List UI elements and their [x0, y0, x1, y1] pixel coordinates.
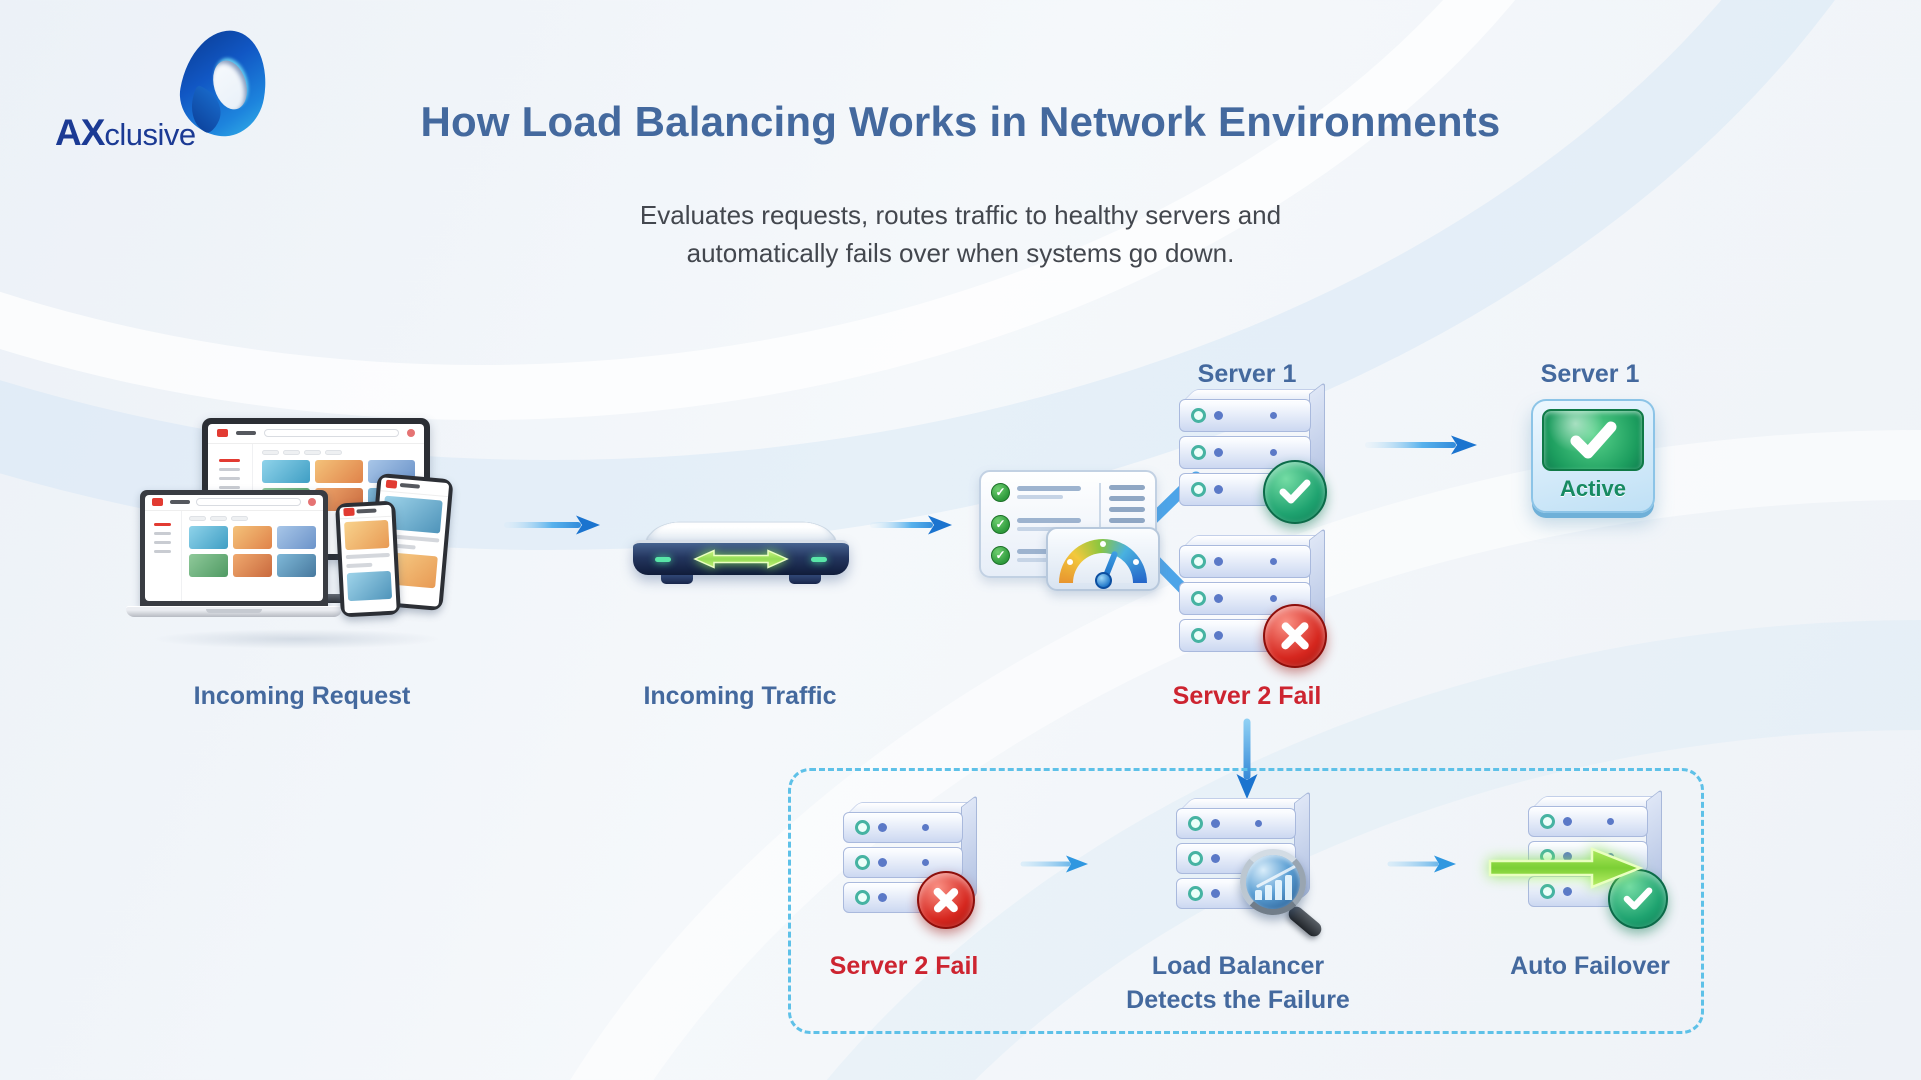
load-balancer-label-line2: Detects the Failure: [1126, 986, 1350, 1014]
health-check-item: ✓: [991, 514, 1091, 534]
led-icon: [1191, 628, 1206, 643]
led-icon: [1188, 886, 1203, 901]
load-balancer-detects-label: Load Balancer Detects the Failure: [1126, 952, 1350, 1015]
status-led-left: [655, 557, 671, 562]
load-balancer-label-line1: Load Balancer: [1151, 952, 1325, 980]
logo-wordmark: AXclusive: [55, 112, 196, 154]
server1-label: Server 1: [1197, 360, 1297, 388]
logo-bold-text: AX: [55, 112, 105, 153]
server1-stack: [1179, 399, 1327, 524]
led-icon: [855, 820, 870, 835]
brand-logo: AXclusive: [55, 23, 290, 158]
server-unit: [843, 812, 963, 843]
server-unit: [1179, 399, 1311, 432]
led-icon: [1191, 554, 1206, 569]
failover-server2-fail-label: Server 2 Fail: [829, 952, 979, 980]
led-icon: [855, 855, 870, 870]
subtitle-line-1: Evaluates requests, routes traffic to he…: [639, 200, 1282, 230]
led-icon: [1188, 816, 1203, 831]
server-unit: [1176, 808, 1296, 839]
server2-fail-label: Server 2 Fail: [1172, 682, 1322, 710]
led-icon: [1191, 408, 1206, 423]
appliance-front-face: [633, 540, 849, 575]
search-bar: [263, 429, 400, 438]
laptop-screen: [145, 495, 323, 601]
check-badge-icon: [1263, 460, 1327, 524]
failover-arrow-icon: [1488, 847, 1644, 889]
x-badge-icon: [1263, 604, 1327, 668]
active-check-panel: [1542, 409, 1644, 471]
led-icon: [1540, 814, 1555, 829]
incoming-request-label: Incoming Request: [193, 682, 411, 710]
incoming-request-devices: [126, 418, 454, 649]
magnifier-icon: [1240, 849, 1326, 940]
health-check-item: ✓: [991, 483, 1091, 502]
server2-stack: [1179, 545, 1327, 668]
page-title: How Load Balancing Works in Network Envi…: [420, 98, 1501, 145]
led-icon: [1191, 591, 1206, 606]
double-arrow-icon: [693, 549, 789, 569]
active-server-card: Active: [1531, 399, 1655, 513]
status-led-right: [811, 557, 827, 562]
led-icon: [1188, 851, 1203, 866]
led-icon: [1191, 482, 1206, 497]
led-icon: [855, 890, 870, 905]
auto-failover-label: Auto Failover: [1510, 952, 1670, 980]
server-unit: [1528, 806, 1648, 837]
appliance-foot: [789, 575, 821, 584]
page-subtitle: Evaluates requests, routes traffic to he…: [0, 196, 1921, 272]
active-server-label: Server 1: [1540, 360, 1640, 388]
led-icon: [1540, 884, 1555, 899]
performance-gauge: [1046, 527, 1160, 591]
appliance-foot: [661, 575, 693, 584]
server-unit: [1179, 545, 1311, 578]
check-icon: ✓: [991, 546, 1010, 565]
failover-server2-stack: [843, 812, 975, 929]
load-balancer-appliance: [633, 494, 849, 584]
subtitle-line-2: automatically fails over when systems go…: [686, 238, 1235, 268]
video-site-logo: [216, 429, 228, 438]
check-badge-icon: [1608, 869, 1668, 929]
laptop: [126, 490, 342, 617]
led-icon: [1191, 445, 1206, 460]
check-icon: ✓: [991, 483, 1010, 502]
phone-small: [335, 500, 401, 618]
arrow-server1-to-active: [1365, 435, 1477, 455]
incoming-traffic-label: Incoming Traffic: [643, 682, 837, 710]
auto-failover-stack: [1488, 806, 1668, 929]
detect-server-stack: [1176, 808, 1325, 940]
active-status-label: Active: [1559, 476, 1627, 501]
arrow-router-to-balancer: [870, 515, 952, 535]
check-icon: [1570, 421, 1617, 459]
avatar: [407, 429, 416, 438]
check-icon: ✓: [991, 514, 1010, 534]
logo-rest-text: clusive: [104, 117, 196, 152]
arrow-devices-to-router: [504, 515, 600, 535]
phone-small-screen: [339, 504, 397, 614]
magnifier-lens-chart: [1240, 849, 1306, 915]
x-badge-icon: [917, 871, 975, 929]
